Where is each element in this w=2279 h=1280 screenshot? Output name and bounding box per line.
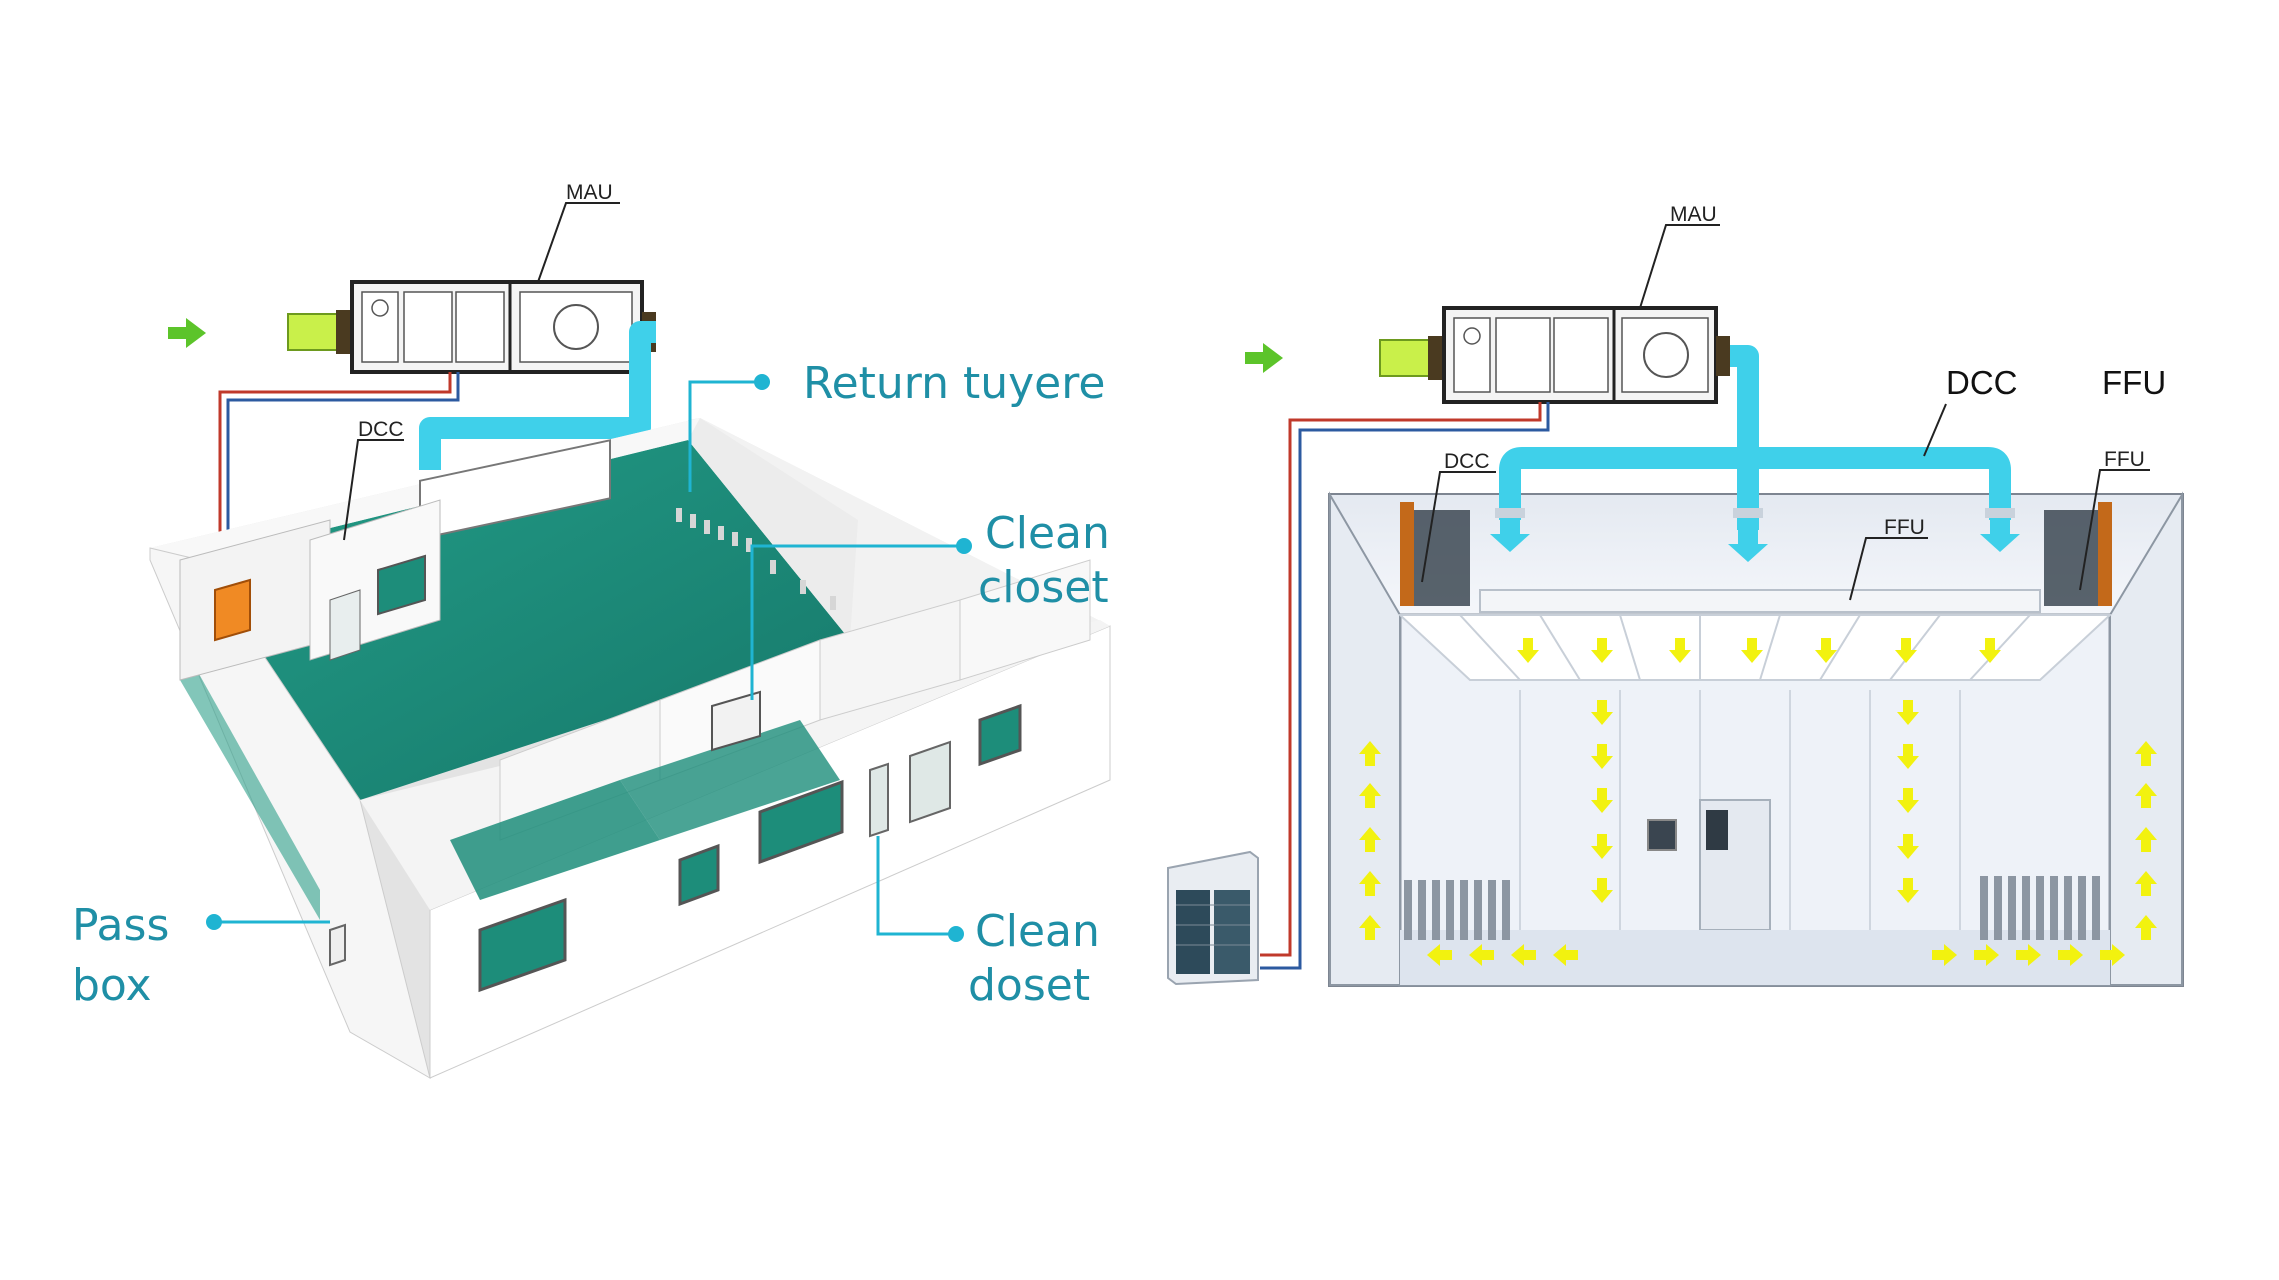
left-dcc-label: DCC	[358, 418, 404, 441]
left-diagram: MAU	[72, 181, 1111, 1080]
intake-pipe	[287, 313, 345, 351]
airflow-up-arrow-icon	[2135, 827, 2157, 852]
cleanroom-section	[1328, 491, 2184, 987]
airflow-left-arrow-icon	[1511, 944, 1536, 966]
ffu-panel-strip	[1479, 589, 2041, 613]
right-supply-line	[1260, 402, 1542, 957]
clean-closet-leader	[750, 544, 964, 700]
return-vent-left	[1404, 880, 1510, 940]
mau-leader-line	[537, 202, 620, 283]
airflow-right-arrow-icon	[2100, 944, 2125, 966]
airflow-arrows	[1359, 638, 2157, 966]
right-dcc-top-label: DCC	[1946, 364, 2018, 401]
right-inlet-arrow-icon	[1245, 343, 1283, 373]
return-line	[226, 372, 460, 590]
airflow-down-arrow-icon	[1897, 834, 1919, 859]
dcc-inner-leader	[1421, 471, 1496, 583]
airflow-up-arrow-icon	[1359, 871, 1381, 896]
supply-line	[218, 372, 452, 590]
cleanroom-building	[149, 418, 1111, 1080]
right-ffu-center-label: FFU	[1884, 516, 1925, 539]
pass-window	[1647, 819, 1677, 851]
ffu-center-leader	[1849, 537, 1928, 601]
return-vents	[676, 508, 836, 610]
airflow-left-arrow-icon	[1553, 944, 1578, 966]
airflow-down-arrow-icon	[1669, 638, 1691, 663]
airflow-down-arrow-icon	[1897, 700, 1919, 725]
pass-box-label-line1: Pass	[72, 900, 169, 951]
airflow-down-arrow-icon	[1897, 744, 1919, 769]
airflow-up-arrow-icon	[2135, 783, 2157, 808]
clean-doset-label-line2: doset	[968, 960, 1090, 1011]
return-vent-right	[1980, 876, 2100, 940]
dcc-coil-right	[2098, 502, 2112, 606]
outdoor-unit	[1167, 850, 1259, 986]
inlet-arrow-icon	[168, 318, 206, 348]
airflow-up-arrow-icon	[1359, 915, 1381, 940]
dcc-top-leader	[1923, 403, 1947, 457]
return-tuyere-leader	[688, 380, 760, 492]
airflow-right-arrow-icon	[2016, 944, 2041, 966]
right-mau-unit	[1442, 306, 1730, 404]
mau-unit	[350, 280, 656, 374]
return-tuyere-label: Return tuyere	[803, 358, 1105, 409]
right-ffu-right-label: FFU	[2104, 448, 2145, 471]
ffu-right-leader	[2079, 469, 2150, 591]
airflow-up-arrow-icon	[1359, 827, 1381, 852]
left-dcc-leader	[343, 439, 404, 541]
airflow-up-arrow-icon	[2135, 915, 2157, 940]
airflow-down-arrow-icon	[1591, 788, 1613, 813]
airflow-down-arrow-icon	[1897, 788, 1919, 813]
right-intake-pipe	[1379, 339, 1437, 377]
airflow-left-arrow-icon	[1469, 944, 1494, 966]
right-diagram: MAU	[1167, 203, 2184, 987]
airflow-right-arrow-icon	[1932, 944, 1957, 966]
airflow-up-arrow-icon	[1359, 783, 1381, 808]
dcc-coil-left	[1400, 502, 1414, 606]
clean-closet-label-line2: closet	[978, 562, 1109, 613]
airflow-down-arrow-icon	[1517, 638, 1539, 663]
pass-box	[329, 923, 346, 967]
airflow-down-arrow-icon	[1591, 744, 1613, 769]
airflow-down-arrow-icon	[1815, 638, 1837, 663]
airflow-down-arrow-icon	[1591, 834, 1613, 859]
clean-closet-label-line1: Clean	[985, 508, 1110, 559]
airflow-down-arrow-icon	[1897, 878, 1919, 903]
airflow-right-arrow-icon	[2058, 944, 2083, 966]
supply-duct	[419, 321, 656, 470]
diffuser-arrows	[1490, 508, 2020, 562]
airflow-up-arrow-icon	[1359, 741, 1381, 766]
airflow-down-arrow-icon	[1895, 638, 1917, 663]
right-return-line	[1260, 402, 1550, 970]
clean-doset-leader	[876, 836, 954, 936]
airflow-down-arrow-icon	[1979, 638, 2001, 663]
airflow-up-arrow-icon	[2135, 871, 2157, 896]
airflow-down-arrow-icon	[1591, 878, 1613, 903]
left-mau-label: MAU	[566, 181, 613, 204]
airflow-down-arrow-icon	[1591, 700, 1613, 725]
clean-doset-label-line1: Clean	[975, 906, 1100, 957]
pass-box-label-line2: box	[72, 960, 152, 1011]
airflow-down-arrow-icon	[1741, 638, 1763, 663]
right-dcc-inner-label: DCC	[1444, 450, 1490, 473]
right-ffu-top-label: FFU	[2102, 364, 2166, 401]
airflow-down-arrow-icon	[1591, 638, 1613, 663]
clean-closet-unit	[711, 690, 761, 752]
airflow-up-arrow-icon	[2135, 741, 2157, 766]
airflow-right-arrow-icon	[1974, 944, 1999, 966]
airflow-left-arrow-icon	[1427, 944, 1452, 966]
right-mau-label: MAU	[1670, 203, 1717, 226]
right-mau-leader	[1639, 224, 1720, 309]
